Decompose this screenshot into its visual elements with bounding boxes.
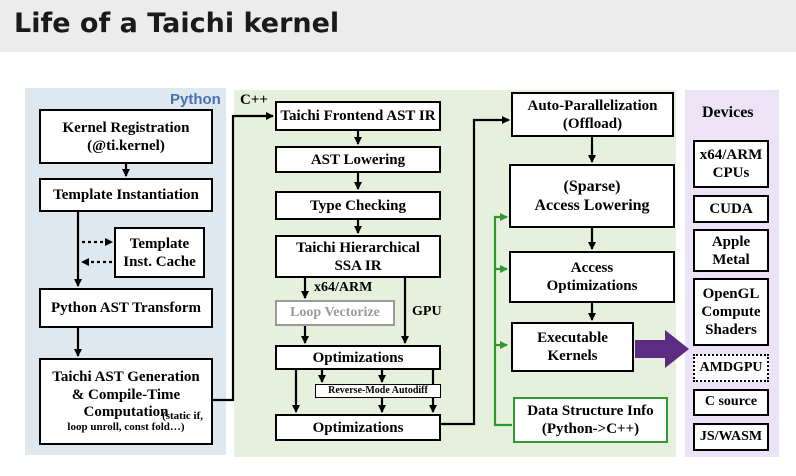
- optimizations-box-1: Optimizations: [275, 345, 441, 370]
- frontend-ast-ir-box: Taichi Frontend AST IR: [275, 101, 441, 131]
- device-cuda: CUDA: [693, 195, 769, 223]
- device-opengl-compute-shaders: OpenGL Compute Shaders: [693, 278, 769, 346]
- data-structure-info-box: Data Structure Info (Python->C++): [513, 397, 668, 443]
- python-ast-transform-box: Python AST Transform: [39, 288, 213, 328]
- template-cache-box: Template Inst. Cache: [114, 227, 205, 278]
- executable-kernels-box: Executable Kernels: [511, 322, 634, 372]
- auto-parallelization-box: Auto-Parallelization (Offload): [511, 92, 674, 137]
- ast-lowering-box: AST Lowering: [275, 146, 441, 173]
- page-title: Life of a Taichi kernel: [14, 8, 340, 39]
- x64-arm-path-label: x64/ARM: [314, 280, 373, 295]
- cpp-region-label: C++: [240, 92, 268, 108]
- template-instantiation-box: Template Instantiation: [39, 178, 213, 212]
- device-amdgpu: AMDGPU: [693, 354, 769, 382]
- device-js-wasm: JS/WASM: [693, 423, 769, 451]
- loop-vectorize-box: Loop Vectorize: [275, 300, 395, 326]
- type-checking-box: Type Checking: [275, 191, 441, 220]
- sparse-access-lowering-box: (Sparse) Access Lowering: [509, 164, 675, 228]
- hierarchical-ssa-ir-box: Taichi Hierarchical SSA IR: [275, 235, 441, 278]
- ast-generation-box: Taichi AST Generation & Compile-Time Com…: [39, 358, 213, 445]
- optimizations-box-2: Optimizations: [275, 414, 441, 441]
- device-c-source: C source: [693, 389, 769, 416]
- access-optimizations-box: Access Optimizations: [509, 251, 675, 303]
- deploy-arrow: [635, 330, 689, 368]
- gpu-path-label: GPU: [412, 304, 442, 319]
- ast-generation-note-1: (static if,: [162, 410, 203, 422]
- title-bar: [0, 0, 796, 52]
- ast-generation-note-2: loop unroll, const fold…): [67, 421, 185, 434]
- device-x64-arm-cpus: x64/ARM CPUs: [693, 140, 769, 188]
- reverse-mode-autodiff-box: Reverse-Mode Autodiff: [315, 384, 441, 398]
- python-region-label: Python: [170, 91, 221, 108]
- kernel-registration-box: Kernel Registration (@ti.kernel): [39, 109, 213, 164]
- device-apple-metal: Apple Metal: [693, 229, 769, 272]
- devices-region-label: Devices: [702, 104, 754, 121]
